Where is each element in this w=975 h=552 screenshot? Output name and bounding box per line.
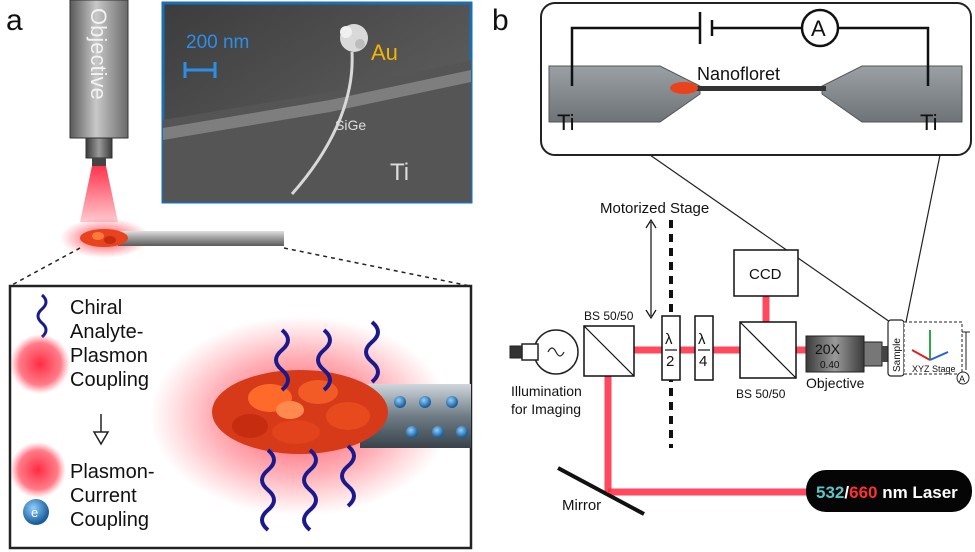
inset-text-1d: Coupling [70,369,149,391]
panel-letter-b: b [492,4,509,37]
plasmon-glow-icon-2 [10,442,66,498]
sample-label: Sample [892,338,903,372]
inset-text-1a: Chiral [70,297,122,319]
ccd-label: CCD [749,266,782,283]
sample-stage [887,319,970,385]
sem-sige-label: SiGe [335,117,366,133]
beam-splitter-left [583,325,635,377]
stage-meter-label: A [959,374,965,384]
inset-text-2b: Current [70,485,137,507]
sem-image [161,1,473,204]
quarter-wave-num: λ [698,331,706,348]
xyz-stage-label: XYZ Stage [912,364,956,374]
laser-label: 532/660 nm Laser [816,483,958,502]
inset-text-2a: Plasmon- [70,461,154,483]
quarter-wave-den: 4 [699,353,707,370]
zoom-line-left [9,247,81,287]
electron-label: e [31,505,38,520]
illumination-label-2: for Imaging [511,401,581,417]
ammeter-label: A [811,16,826,41]
sem-ti-label: Ti [390,159,409,186]
objective-b-label: Objective [806,375,865,391]
inset-text-2c: Coupling [70,509,149,531]
circuit-inset [540,2,972,156]
light-bulb-icon [509,329,579,375]
ti-left-label: Ti [557,110,575,135]
inset-text-1b: Analyte- [70,321,143,343]
half-wave-plate [661,315,681,381]
sem-au-label: Au [371,40,398,65]
bs-right-label: BS 50/50 [736,387,786,401]
coupling-inset [8,284,473,550]
nanowire-small [60,218,284,258]
sem-scale-label: 200 nm [186,32,249,53]
panel-letter-a: a [6,4,23,37]
objective-illustration [69,0,129,222]
plasmon-glow-icon [10,334,70,394]
laser-suffix: nm Laser [877,483,958,502]
half-wave-num: λ [665,331,673,348]
objective-horizontal [805,335,888,373]
motorized-stage-label: Motorized Stage [600,200,709,217]
illumination-label-1: Illumination [511,383,582,399]
quarter-wave-plate [694,315,714,381]
zoom-line-right [283,247,471,287]
beam-splitter-right [739,321,797,379]
half-wave-den: 2 [666,353,674,370]
objective-mag: 20X [815,341,841,357]
laser-green-value: 532 [816,483,844,502]
bs-left-label: BS 50/50 [584,309,634,323]
helix-icon [36,293,48,339]
mirror-icon [557,466,645,516]
ti-right-label: Ti [920,110,938,135]
objective-vertical-label: Objective [86,8,111,100]
laser-source [806,470,972,512]
mirror-label: Mirror [562,497,601,514]
objective-na: 0.40 [820,360,840,371]
nanofloret-label: Nanofloret [697,64,780,84]
laser-red-value: 660 [849,483,877,502]
ccd-box [733,249,799,297]
inset-text-1c: Plasmon [70,345,148,367]
electron-icon [23,499,49,525]
laser-slash: / [844,483,849,502]
